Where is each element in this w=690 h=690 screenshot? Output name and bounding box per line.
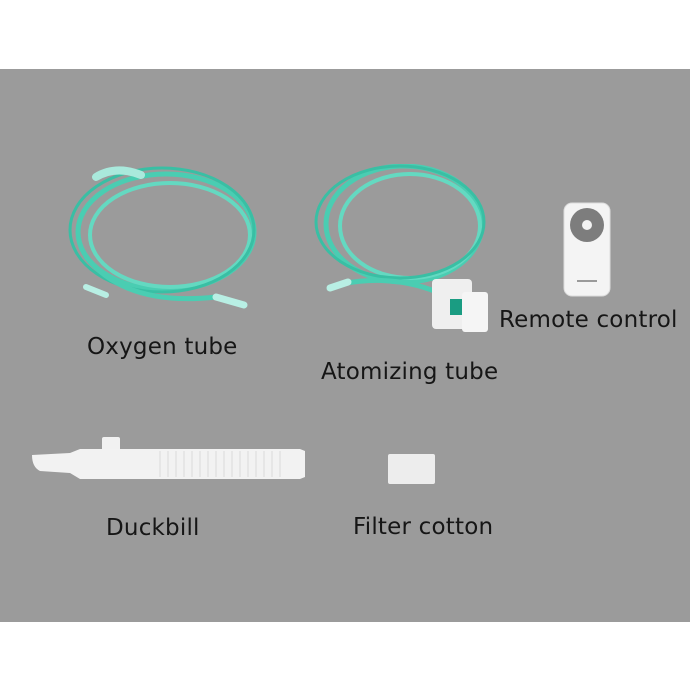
duckbill-label: Duckbill [106, 515, 200, 541]
filter-cotton-label: Filter cotton [353, 514, 494, 540]
filter-cotton-image [388, 454, 436, 486]
oxygen-tube-image [66, 157, 266, 327]
atomizing-tube-image [312, 164, 512, 344]
product-panel: Oxygen tube Atomizing tube Remote contro… [0, 69, 690, 622]
remote-control-image [563, 202, 613, 298]
remote-control-label: Remote control [499, 307, 678, 333]
oxygen-tube-label: Oxygen tube [87, 334, 238, 360]
duckbill-image [30, 437, 310, 487]
atomizing-tube-label: Atomizing tube [321, 359, 499, 385]
